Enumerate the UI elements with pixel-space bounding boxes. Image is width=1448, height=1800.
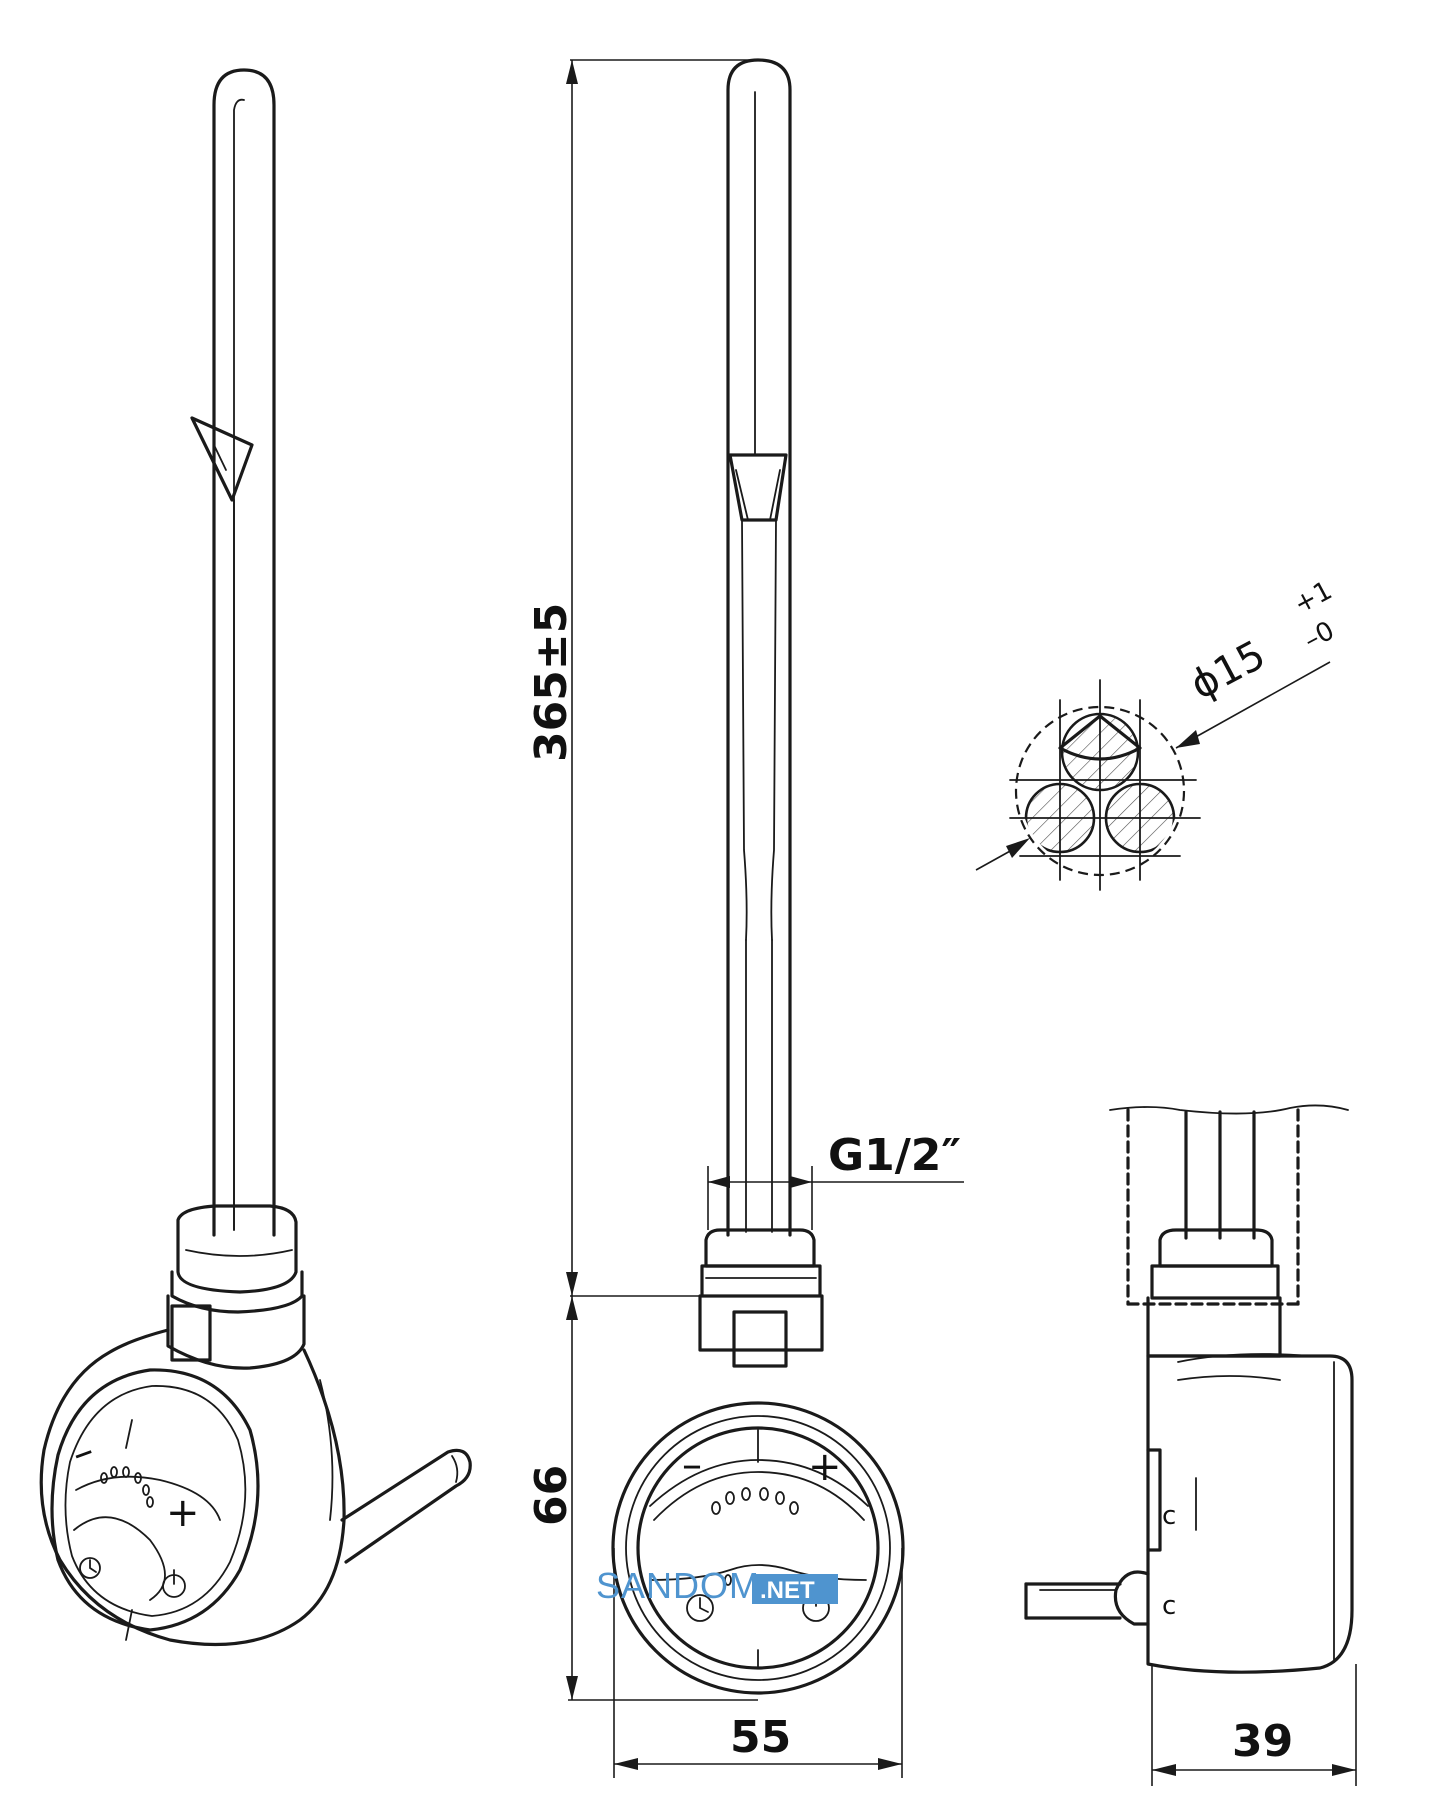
side-c-label-2: c	[1162, 1591, 1176, 1621]
watermark: SANDOM .NET	[596, 1565, 838, 1606]
front-view: – +	[611, 58, 905, 1695]
cross-section: ϕ15 +1 –0	[975, 576, 1339, 891]
dots-iso	[100, 1466, 154, 1508]
diameter-label: ϕ15	[1183, 632, 1273, 709]
dim-365-label: 365±5	[526, 603, 577, 762]
side-c-label-1: c	[1162, 1501, 1176, 1531]
minus-symbol-front: –	[682, 1442, 702, 1488]
minus-symbol-iso: –	[66, 1427, 101, 1477]
watermark-suffix: .NET	[760, 1577, 815, 1604]
dimension-365: 365±5	[526, 59, 758, 1297]
watermark-badge	[752, 1574, 838, 1604]
dim-66-label: 66	[526, 1465, 577, 1526]
plus-symbol-iso: +	[166, 1490, 200, 1536]
dimension-thread: G1/2″	[707, 1130, 964, 1230]
clock-icon	[79, 1557, 101, 1579]
dim-39-label: 39	[1232, 1716, 1293, 1767]
plus-symbol-front: +	[808, 1444, 842, 1490]
power-icon	[162, 1569, 186, 1598]
clock-icon-front	[686, 1594, 714, 1622]
dimension-66: 66	[526, 1296, 758, 1701]
dim-55-label: 55	[730, 1712, 791, 1763]
isometric-view: – +	[39, 68, 472, 1647]
dim-thread-label: G1/2″	[828, 1130, 961, 1181]
diameter-tol-upper: +1	[1289, 576, 1337, 620]
watermark-brand: SANDOM	[596, 1565, 760, 1606]
dots-front	[711, 1487, 799, 1586]
dimension-39: 39	[1151, 1664, 1357, 1786]
side-view: c c	[1024, 1104, 1354, 1674]
dimension-55: 55	[613, 1548, 903, 1778]
diameter-tol-lower: –0	[1299, 616, 1339, 656]
